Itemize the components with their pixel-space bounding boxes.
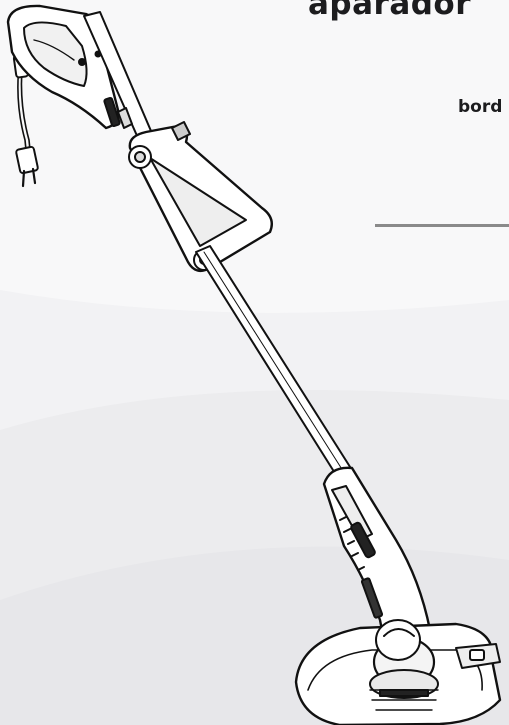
title-divider <box>375 224 509 227</box>
cutting-head <box>294 619 502 725</box>
plug-icon <box>15 145 39 188</box>
auxiliary-handle <box>128 121 273 273</box>
rear-handle <box>6 4 121 130</box>
lower-shaft <box>195 245 353 479</box>
page-title: aparador <box>308 0 472 22</box>
page-subtitle: bord <box>458 97 503 117</box>
